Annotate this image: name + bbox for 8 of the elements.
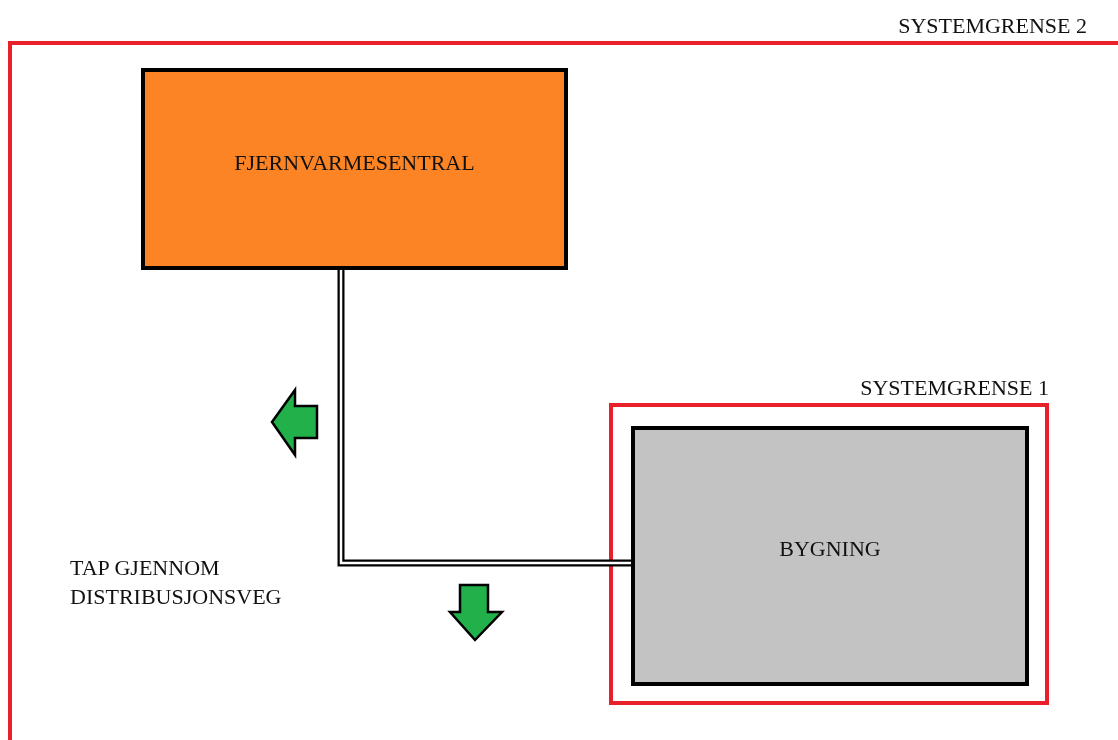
process-box: [141, 68, 568, 270]
process-box: [631, 426, 1029, 686]
annotation-text: TAP GJENNOM DISTRIBUSJONSVEG: [70, 554, 283, 611]
pipe-connector: [337, 270, 631, 567]
box-label: FJERNVARMESENTRAL: [234, 150, 475, 176]
box-label: BYGNING: [779, 536, 881, 562]
boundary-label: SYSTEMGRENSE 2: [898, 13, 1087, 39]
boundary-label: SYSTEMGRENSE 1: [860, 375, 1049, 401]
